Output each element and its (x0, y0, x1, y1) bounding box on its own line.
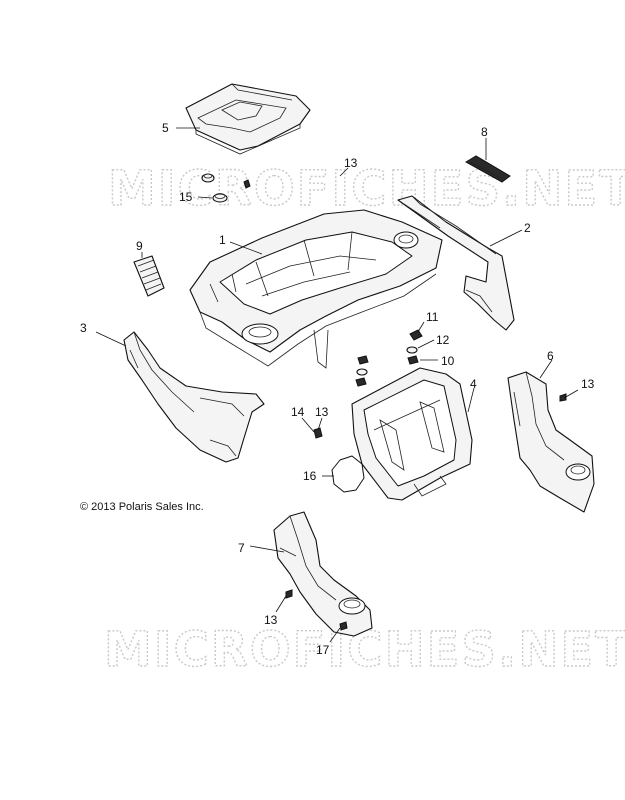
part-5-cover-panel[interactable] (185, 83, 311, 155)
hardware-stack[interactable] (355, 355, 369, 387)
part-11-nut[interactable] (409, 329, 423, 341)
part-7-bottom-bracket[interactable] (273, 511, 373, 637)
callout-4: 4 (470, 377, 477, 391)
watermark-top: MICROFICHES.NET (108, 161, 625, 217)
copyright-notice: © 2013 Polaris Sales Inc. (80, 501, 204, 513)
callout-13-top: 13 (344, 156, 358, 170)
fastener-13-right[interactable] (559, 393, 567, 402)
callout-3: 3 (80, 321, 87, 335)
callout-11: 11 (426, 310, 439, 324)
callout-1: 1 (219, 233, 226, 247)
callout-16: 16 (303, 469, 317, 483)
callout-13-right: 13 (581, 377, 595, 391)
callout-5: 5 (162, 121, 169, 135)
callout-8: 8 (481, 125, 488, 139)
part-4-floor-panel[interactable] (351, 367, 473, 501)
fastener-13-top[interactable] (243, 179, 251, 189)
callout-labels: 5 8 13 15 1 2 9 3 11 12 10 4 6 13 14 13 … (80, 121, 595, 657)
part-8-bracket[interactable] (465, 155, 511, 183)
fastener-13-bottom[interactable] (285, 589, 293, 599)
part-1-storage-tub[interactable] (189, 209, 443, 369)
callout-9: 9 (136, 239, 143, 253)
callout-14: 14 (291, 405, 305, 419)
callout-10: 10 (441, 354, 455, 368)
part-17-fastener[interactable] (339, 621, 348, 631)
part-15-grommet[interactable] (212, 193, 228, 203)
callout-2: 2 (524, 221, 531, 235)
part-3-left-panel[interactable] (123, 331, 265, 463)
leader-lines (95, 127, 579, 643)
part-10-nut[interactable] (407, 355, 419, 365)
callout-13-bottom: 13 (264, 613, 278, 627)
callout-17: 17 (316, 643, 330, 657)
callout-7: 7 (238, 541, 245, 555)
grommet[interactable] (201, 173, 215, 183)
callout-15: 15 (179, 190, 193, 204)
part-12-washer[interactable] (406, 346, 418, 354)
callout-12: 12 (436, 333, 450, 347)
part-2-side-panel[interactable] (397, 195, 515, 331)
callout-13-middle: 13 (315, 405, 329, 419)
fastener-13-middle[interactable] (313, 427, 323, 439)
callout-6: 6 (547, 349, 554, 363)
part-9-grille[interactable] (133, 255, 165, 297)
part-6-right-bracket[interactable] (507, 371, 595, 513)
part-16-label[interactable] (331, 455, 365, 493)
